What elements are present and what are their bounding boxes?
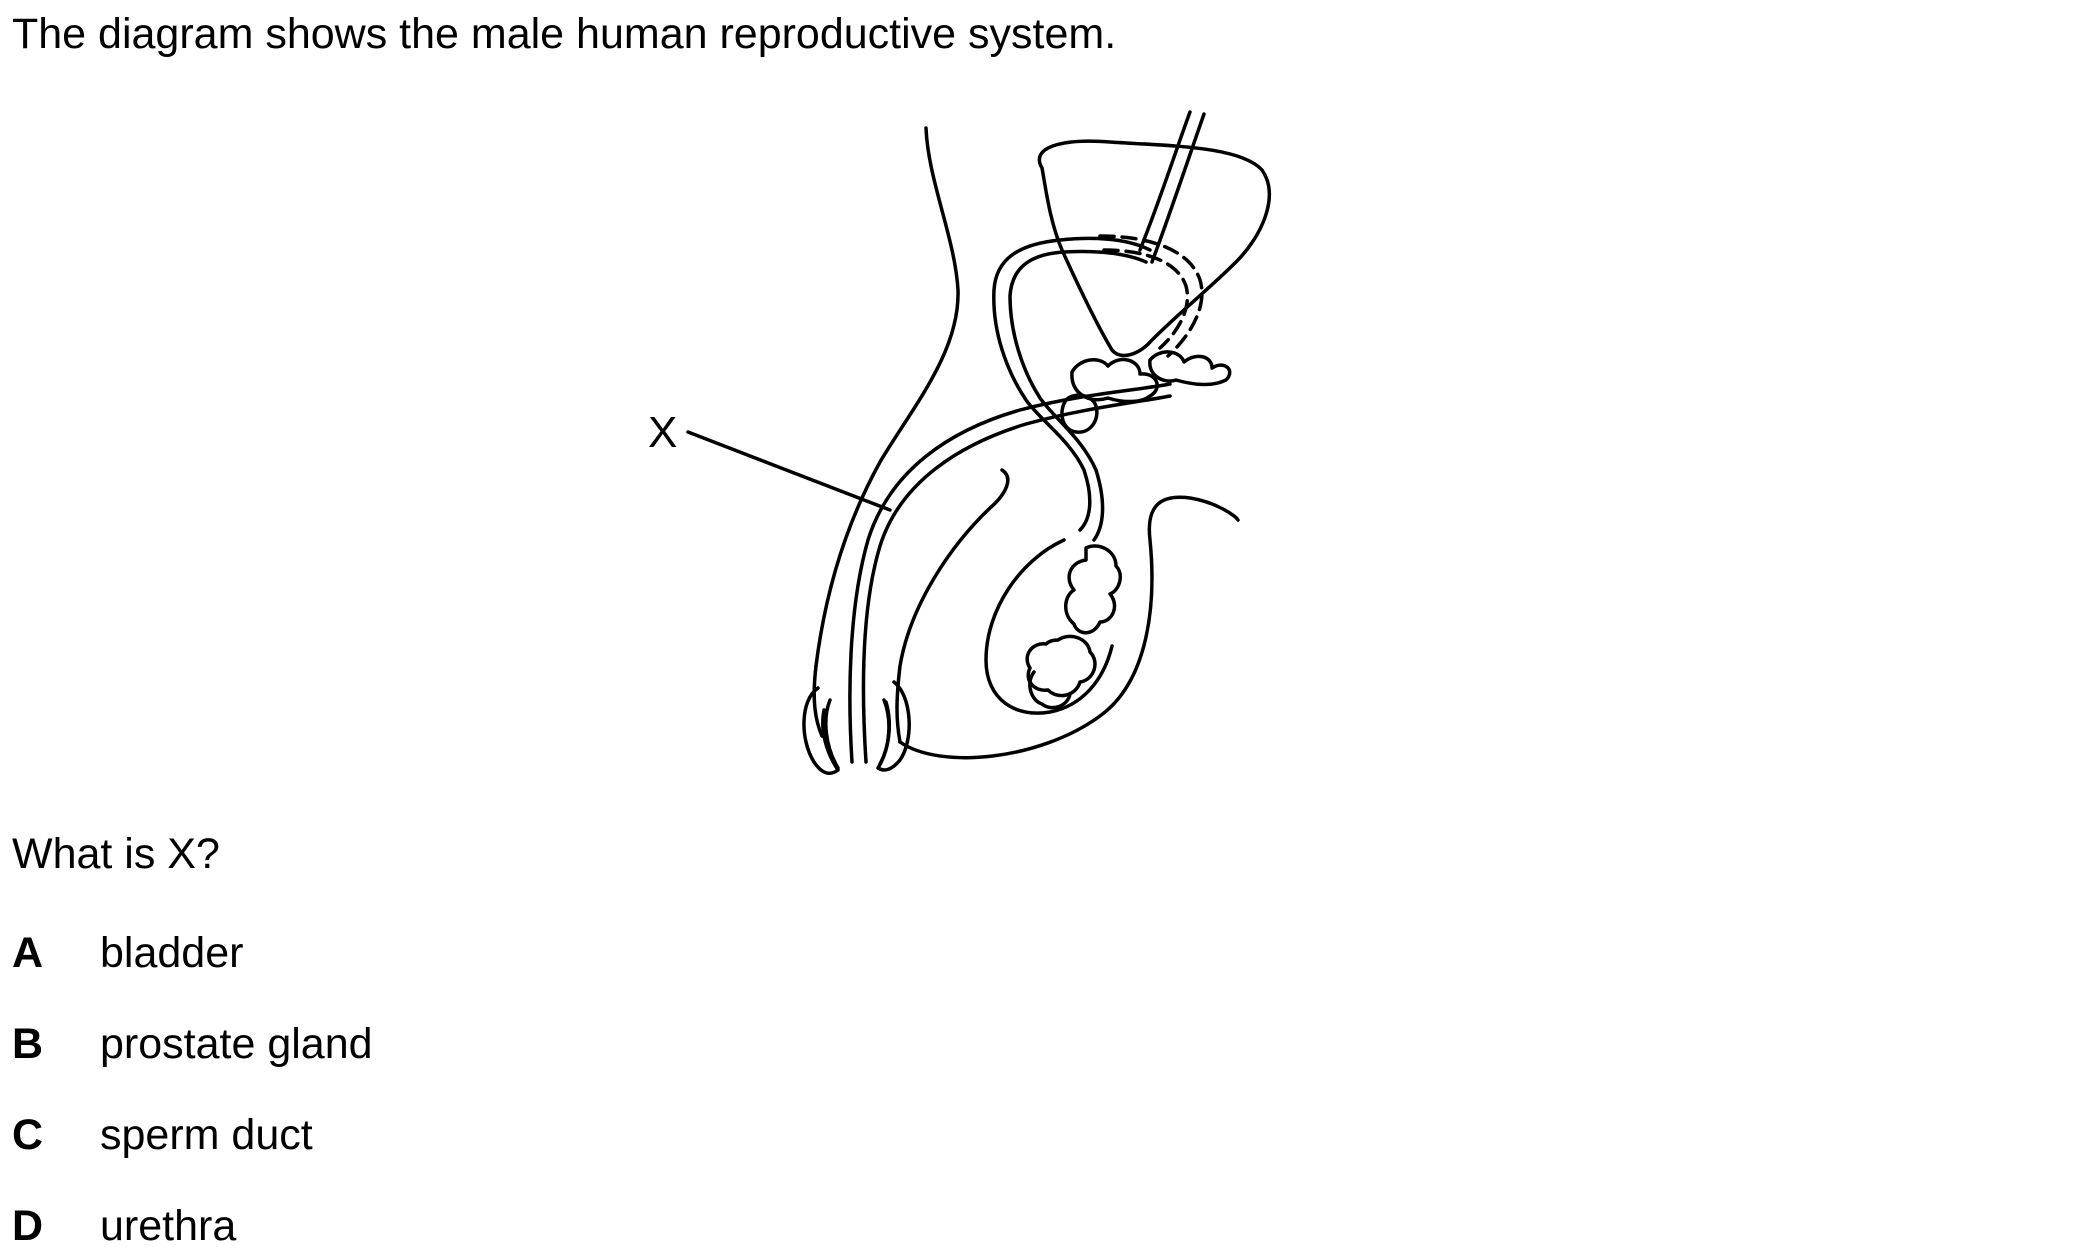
prostate-gland xyxy=(1070,357,1159,404)
option-text: prostate gland xyxy=(100,1020,373,1068)
bladder xyxy=(1037,139,1272,358)
sperm-duct-outer xyxy=(992,236,1152,532)
option-letter: B xyxy=(12,1020,44,1068)
cowpers-gland xyxy=(1060,393,1099,434)
option-letter: D xyxy=(12,1202,44,1250)
scrotum xyxy=(898,495,1240,760)
option-letter: A xyxy=(12,929,44,977)
epididymis-upper xyxy=(1064,544,1122,635)
sperm-duct-dashed-inner xyxy=(1102,248,1190,350)
ureter-left xyxy=(1138,110,1192,252)
penis-upper-edge xyxy=(812,664,824,738)
glans-inner-right xyxy=(878,698,891,766)
testis xyxy=(984,538,1114,715)
diagram-label-x: X xyxy=(648,408,678,457)
penis-lower-edge xyxy=(895,468,1010,744)
glans-inner-left xyxy=(824,698,840,770)
glans-left xyxy=(802,686,840,776)
question-prompt: What is X? xyxy=(12,830,220,878)
option-text: sperm duct xyxy=(100,1111,313,1159)
urethra-line-inner xyxy=(861,394,1172,764)
seminal-vesicle xyxy=(1148,350,1232,387)
question-stem: The diagram shows the male human reprodu… xyxy=(12,10,1117,58)
sperm-duct-inner xyxy=(1008,249,1148,542)
option-text: bladder xyxy=(100,929,244,977)
label-x-leader-line xyxy=(686,430,892,512)
urethra-line-outer xyxy=(848,382,1172,764)
option-letter: C xyxy=(12,1111,44,1159)
option-text: urethra xyxy=(100,1202,237,1250)
epididymis-base xyxy=(1028,670,1072,710)
ureter-right xyxy=(1150,112,1206,264)
sperm-duct-dashed-outer xyxy=(1098,234,1204,358)
body-outline xyxy=(814,126,960,668)
epididymis-lower xyxy=(1025,634,1097,698)
